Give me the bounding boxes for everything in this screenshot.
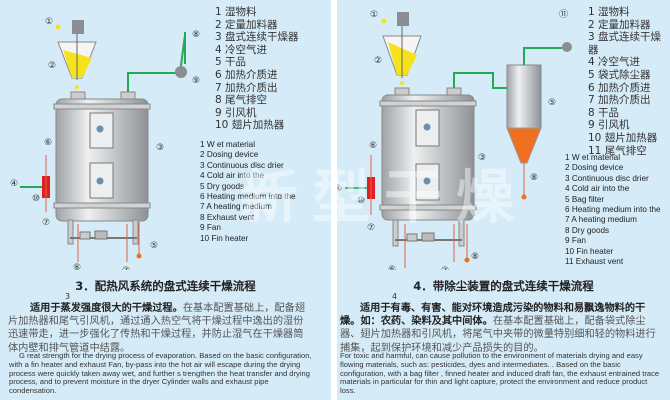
- legend-item: 2 Dosing device: [565, 163, 624, 173]
- legend-item: 3 盘式连续干燥器: [588, 31, 662, 56]
- description-en: For toxic and harmful, can cause polluti…: [340, 351, 660, 396]
- legend-item: 7 A heating medium: [565, 215, 637, 225]
- legend-item: 9 引风机: [215, 106, 257, 119]
- legend-item: 4 Cold air into the: [565, 184, 630, 194]
- callout-4: ④: [10, 179, 18, 189]
- legend-item: 8 干品: [588, 106, 620, 119]
- callout-6-bottom: ⑥: [73, 263, 81, 270]
- callout-9: ⑨: [192, 76, 200, 86]
- legend-item: 1 W et material: [565, 153, 621, 162]
- legend-item: 10 Fin heater: [200, 233, 249, 243]
- legend-item: 2 定量加料器: [588, 18, 651, 31]
- legend-en: 1 W et material 2 Dosing device 3 Contin…: [200, 140, 296, 244]
- legend-en: 1 W et material 2 Dosing device 3 Contin…: [565, 153, 661, 267]
- legend-item: 8 尾气排空: [215, 94, 268, 107]
- callout-8-bottom: ⑧: [471, 252, 479, 262]
- description-cn: 适用于蒸发强度很大的干燥过程。在基本配置基础上，配备翅片加热器和尾气引风机，通过…: [8, 302, 313, 355]
- left-process-diagram: ① ② ⑧ ⑨ ⑥ ④ ⑩ ⑦ ③ ⑤ ⑥ ⑦: [10, 17, 200, 270]
- dosing-device: [381, 12, 422, 85]
- legend-item: 4 冷空气进: [588, 56, 641, 69]
- right-process-diagram: ① ② ⑪ ⑤ ③ ⑥ ④ ⑩ ⑦ ⑧ ⑧ ⑥ ⑦: [337, 9, 572, 270]
- description-cn-lead: 适用于蒸发强度很大的干燥过程。: [30, 303, 183, 314]
- legend-item: 11 尾气排空: [588, 144, 647, 157]
- legend-item: 6 加热介质进: [215, 68, 278, 81]
- callout-7-bottom: ⑦: [441, 266, 449, 270]
- callout-11: ⑪: [559, 9, 568, 20]
- legend-item: 7 加热介质出: [588, 94, 651, 107]
- legend-item: 5 Dry goods: [200, 181, 245, 191]
- legend-item: 3 Continuous disc drier: [200, 160, 284, 170]
- legend-item: 1 W et material: [200, 140, 256, 149]
- legend-item: 7 加热介质出: [215, 81, 278, 94]
- legend-item: 8 Dry goods: [565, 225, 610, 235]
- watermark: 新型干燥: [240, 163, 529, 231]
- figure-number: 3: [65, 292, 71, 301]
- legend-item: 1 湿物料: [588, 6, 630, 18]
- callout-10: ⑩: [32, 194, 40, 204]
- callout-5: ⑤: [548, 98, 556, 108]
- description-cn-body: 在基本配置基础上，配备袋式除尘器、翅片加热器和引风机，将尾气中夹带的微量特别细和…: [340, 316, 656, 354]
- callout-6: ⑥: [44, 138, 52, 148]
- legend-item: 5 干品: [215, 56, 247, 69]
- callout-3: ③: [478, 153, 486, 163]
- legend-item: 6 Heating medium into the: [565, 205, 661, 215]
- legend-item: 3 Continuous disc drier: [565, 173, 649, 183]
- callout-6-bottom: ⑥: [388, 265, 396, 270]
- exhaust-pipe: [127, 34, 186, 92]
- callout-10: ⑩: [357, 196, 365, 206]
- description-cn: 适用于有毒、有害、能对环境造成污染的物料和易飘逸物料的干燥。如：农药、染料及其中…: [340, 302, 665, 355]
- callout-6: ⑥: [369, 141, 377, 151]
- legend-item: 7 A heating medium: [200, 202, 272, 212]
- callout-1: ①: [45, 17, 53, 27]
- disc-drier-vessel: [379, 87, 477, 247]
- legend-item: 4 Cold air into the: [200, 171, 265, 181]
- legend-item: 8 Exhaust vent: [200, 212, 255, 222]
- callout-1: ①: [370, 10, 378, 20]
- legend-item: 5 袋式除尘器: [588, 68, 651, 81]
- callout-8-dust: ⑧: [530, 173, 538, 183]
- left-panel: ① ② ⑧ ⑨ ⑥ ④ ⑩ ⑦ ③ ⑤ ⑥ ⑦ 1 湿物料 2 定量加料器 3 …: [0, 0, 331, 400]
- dosing-device: [55, 20, 97, 89]
- callout-7: ⑦: [42, 218, 50, 228]
- legend-item: 9 引风机: [588, 119, 630, 132]
- callout-8: ⑧: [192, 30, 200, 40]
- callout-7-bottom: ⑦: [122, 266, 130, 270]
- legend-item: 6 加热介质进: [588, 81, 651, 94]
- legend-item: 10 翅片加热器: [215, 119, 285, 132]
- legend-item: 4 冷空气进: [215, 43, 268, 56]
- bag-filter: [506, 64, 542, 200]
- description-cn-body: 在基本配置基础上，配备翅片加热器和尾气引风机，通过通入热空气将干燥过程中逸出的湿…: [8, 303, 306, 354]
- description-cn-lead: 适用于有毒、有害、能对环境造成污染的物料和易飘逸物料的干燥。如：农药、染料及其中…: [340, 303, 646, 328]
- legend-item: 6 Heating medium into the: [200, 192, 296, 202]
- legend-item: 5 Bag filter: [565, 194, 605, 204]
- legend-item: 9 Fan: [565, 236, 586, 246]
- legend-item: 11 Exhaust vent: [565, 257, 624, 267]
- legend-item: 2 定量加料器: [215, 18, 278, 31]
- exhaust-pipe: [453, 72, 507, 89]
- description-en: G reat strength for the drying process o…: [9, 351, 312, 396]
- callout-7: ⑦: [367, 223, 375, 233]
- fan-icon: [175, 66, 187, 78]
- legend-item: 3 盘式连续干燥器: [215, 31, 299, 44]
- figure-number: 4: [392, 292, 398, 301]
- legend-item: 2 Dosing device: [200, 150, 259, 160]
- legend-item: 9 Fan: [200, 223, 221, 233]
- fan-icon: [562, 42, 572, 52]
- legend-item: 10 翅片加热器: [588, 131, 658, 144]
- callout-2: ②: [48, 61, 56, 71]
- legend-cn: 1 湿物料 2 定量加料器 3 盘式连续干燥器 4 冷空气进 5 干品 6 加热…: [215, 6, 299, 132]
- legend-item: 1 湿物料: [215, 6, 257, 18]
- callout-4: ④: [337, 184, 342, 194]
- diagram-title: 3．配热风系统的盘式连续干燥流程: [75, 279, 256, 293]
- legend-item: 10 Fin heater: [565, 246, 614, 256]
- callout-2: ②: [374, 56, 382, 66]
- legend-cn: 1 湿物料 2 定量加料器 3 盘式连续干燥器 4 冷空气进 5 袋式除尘器 6…: [588, 6, 670, 157]
- callout-5: ⑤: [150, 241, 158, 251]
- disc-drier-vessel: [53, 91, 151, 245]
- right-panel: ① ② ⑪ ⑤ ③ ⑥ ④ ⑩ ⑦ ⑧ ⑧ ⑥ ⑦ 1 湿物料 2 定量加料器 …: [337, 0, 670, 400]
- callout-3: ③: [156, 143, 164, 153]
- diagram-title: 4．带除尘装置的盘式连续干燥流程: [413, 279, 594, 293]
